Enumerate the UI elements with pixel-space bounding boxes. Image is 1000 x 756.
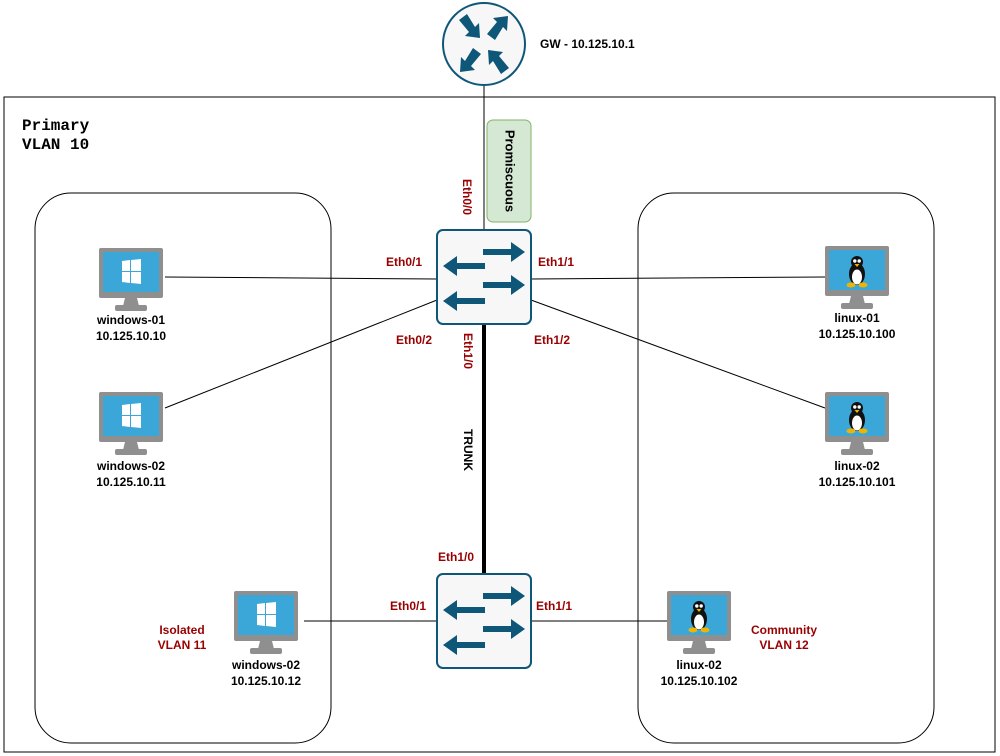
isolated-label-line2: VLAN 11 <box>158 638 207 652</box>
linux-monitor-icon <box>825 246 889 309</box>
port-top-eth1-1: Eth1/1 <box>538 255 574 269</box>
port-top-eth0-0: Eth0/0 <box>460 179 474 215</box>
host-ip: 10.125.10.101 <box>819 475 896 489</box>
host-windows-02[interactable] <box>99 392 163 455</box>
primary-vlan-line1: Primary <box>22 117 90 135</box>
linux-monitor-icon <box>825 392 889 455</box>
port-top-eth0-1: Eth0/1 <box>386 255 422 269</box>
host-name: linux-02 <box>676 658 722 672</box>
gateway-label: GW - 10.125.10.1 <box>540 37 635 51</box>
host-name: linux-02 <box>834 459 880 473</box>
port-top-eth0-2: Eth0/2 <box>396 333 432 347</box>
host-windows-01[interactable] <box>99 248 163 311</box>
gateway-router[interactable] <box>442 2 526 86</box>
link-windows-02a <box>164 299 438 409</box>
top-switch[interactable] <box>436 229 532 325</box>
windows-monitor-icon <box>99 248 163 311</box>
host-windows-02-isolated[interactable] <box>234 591 298 654</box>
promiscuous-tag <box>486 119 532 223</box>
host-name: windows-02 <box>231 658 300 672</box>
host-ip: 10.125.10.12 <box>231 674 301 688</box>
host-name: windows-02 <box>96 459 165 473</box>
promiscuous-label: Promiscuous <box>503 130 518 212</box>
link-linux-02a <box>530 299 826 409</box>
community-group-box <box>637 192 935 744</box>
host-ip: 10.125.10.102 <box>661 674 738 688</box>
primary-vlan-line2: VLAN 10 <box>22 136 89 154</box>
host-linux-02-community[interactable] <box>667 591 731 654</box>
windows-monitor-icon <box>234 591 298 654</box>
linux-monitor-icon <box>667 591 731 654</box>
link-windows-01 <box>164 276 438 280</box>
host-ip: 10.125.10.11 <box>96 475 166 489</box>
trunk-label: TRUNK <box>461 429 475 471</box>
host-name: linux-01 <box>834 311 880 325</box>
host-linux-01[interactable] <box>825 246 889 309</box>
community-label-line1: Community <box>751 623 817 637</box>
port-bottom-eth1-0: Eth1/0 <box>438 550 474 564</box>
port-top-eth1-2: Eth1/2 <box>534 333 570 347</box>
host-linux-02[interactable] <box>825 392 889 455</box>
router-arrows-icon <box>459 14 509 74</box>
host-ip: 10.125.10.100 <box>819 327 896 341</box>
windows-monitor-icon <box>99 392 163 455</box>
isolated-group-box <box>34 192 332 744</box>
port-bottom-eth1-1: Eth1/1 <box>536 599 572 613</box>
host-ip: 10.125.10.10 <box>96 329 166 343</box>
port-top-eth1-0: Eth1/0 <box>461 333 475 369</box>
host-name: windows-01 <box>96 313 165 327</box>
link-linux-01 <box>530 276 826 280</box>
isolated-label-line1: Isolated <box>159 623 204 637</box>
primary-vlan-box <box>3 96 996 753</box>
community-label-line2: VLAN 12 <box>759 638 809 652</box>
port-bottom-eth0-1: Eth0/1 <box>390 599 426 613</box>
bottom-switch[interactable] <box>436 573 532 669</box>
